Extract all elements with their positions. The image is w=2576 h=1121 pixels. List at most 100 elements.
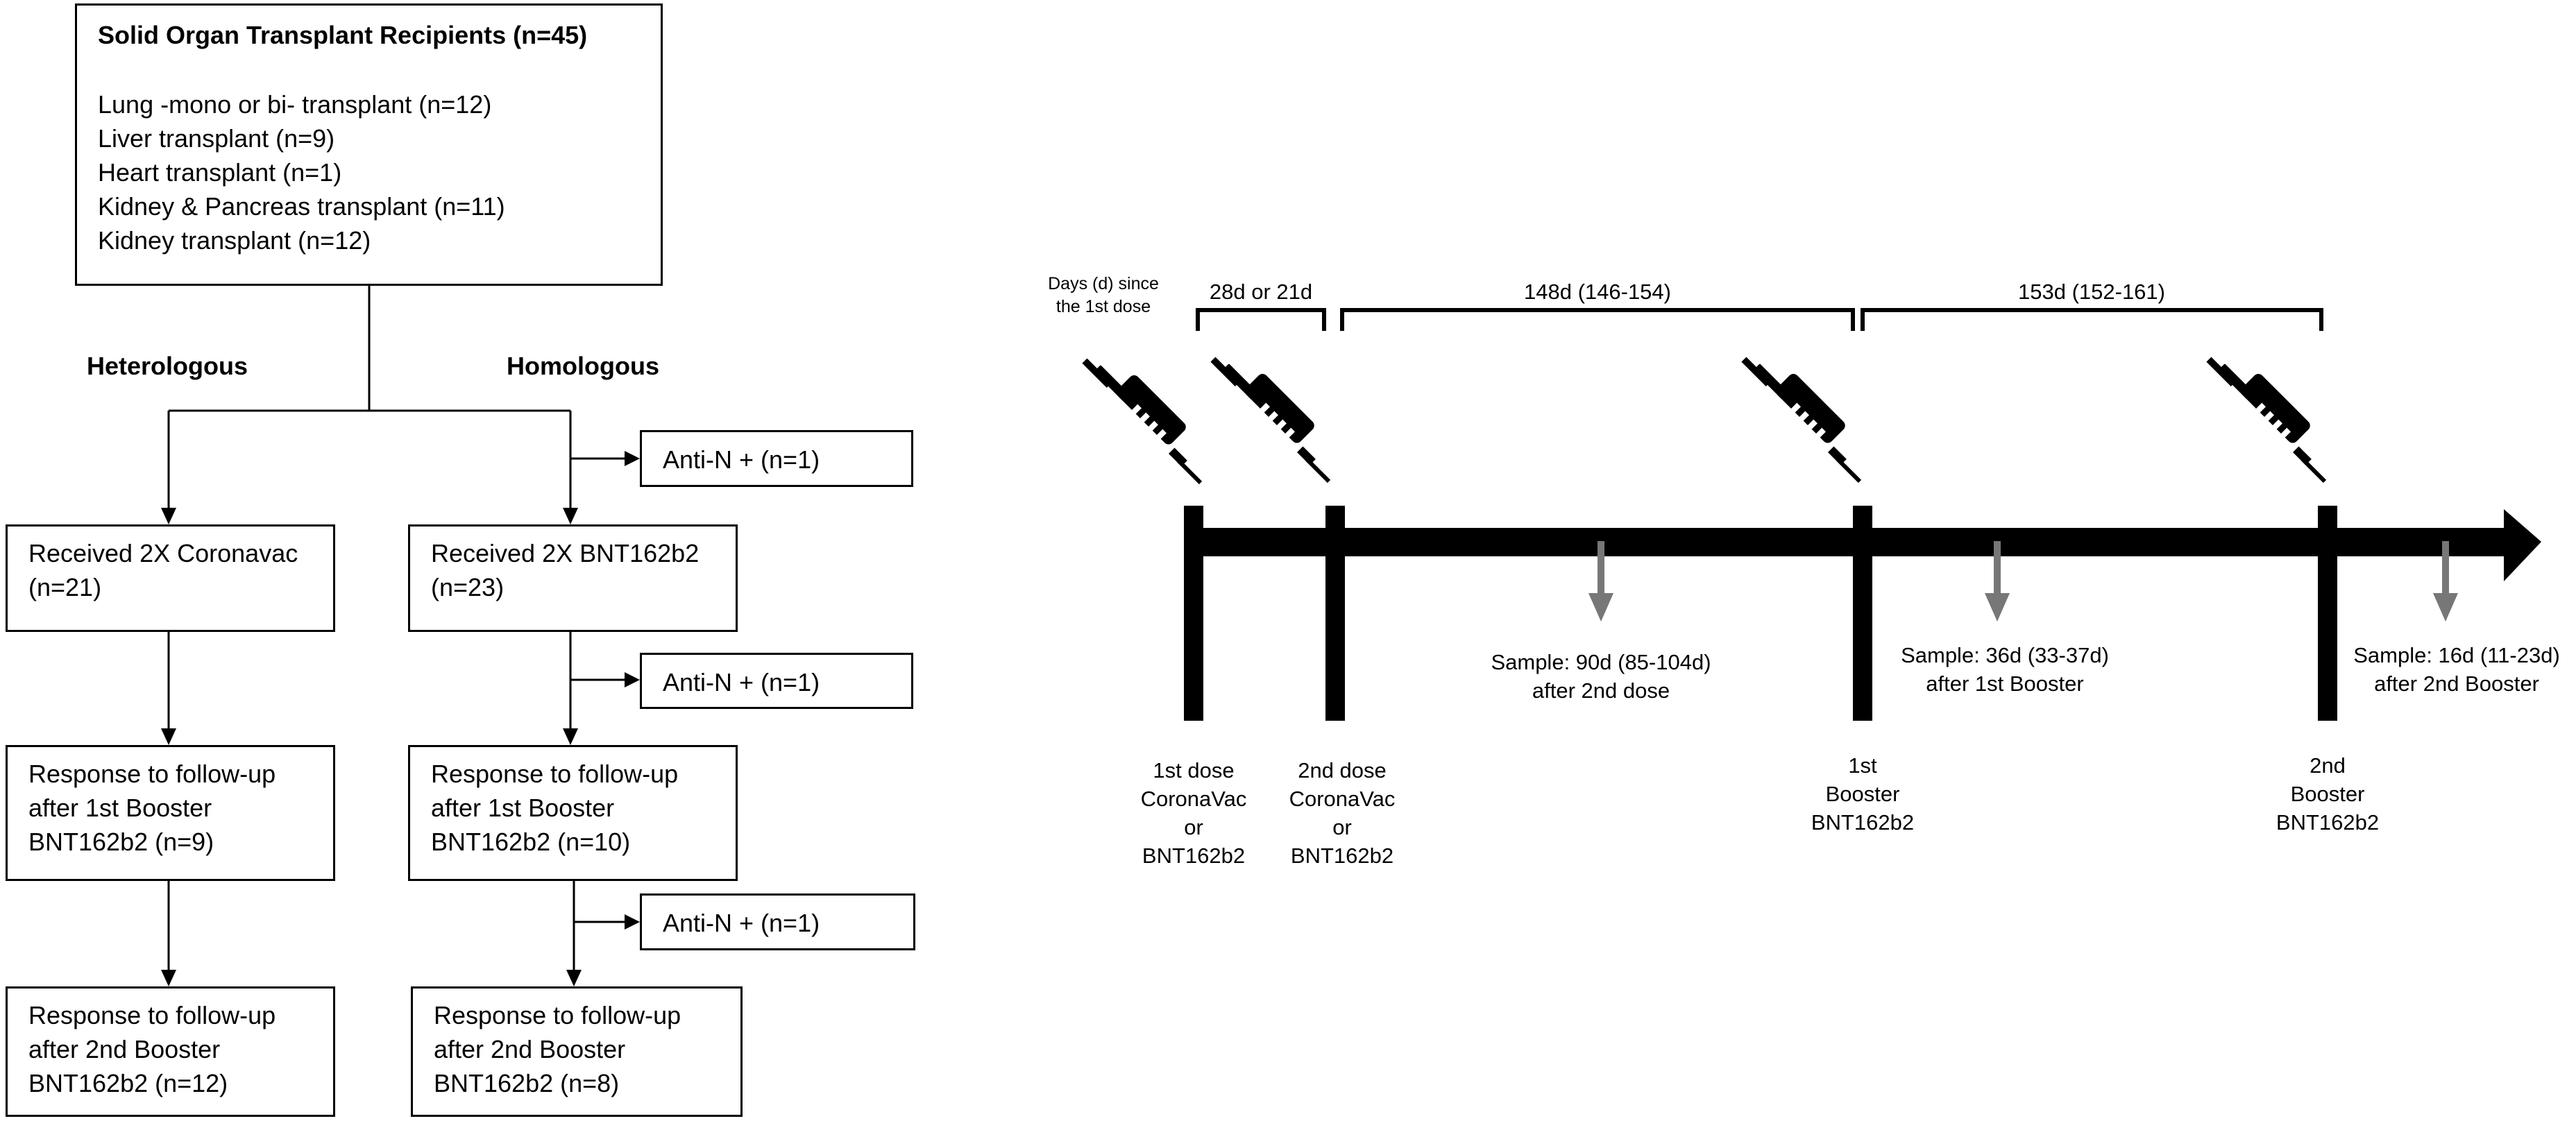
text-line: Received 2X Coronavac: [28, 539, 298, 567]
text-line: the 1st dose: [1056, 297, 1151, 316]
text-line: CoronaVac: [1289, 787, 1396, 811]
text-line: Response to follow-up: [431, 760, 679, 788]
sample-arrowhead: [1588, 593, 1613, 622]
arrowhead: [566, 970, 582, 986]
anti-n-box-1: Anti-N + (n=1): [640, 430, 913, 487]
text-line: BNT162b2 (n=12): [28, 1069, 228, 1097]
text-line: Sample: 16d (11-23d): [2353, 643, 2560, 667]
anti-n-label: Anti-N + (n=1): [663, 909, 820, 937]
text-line: Sample: 90d (85-104d): [1491, 650, 1711, 674]
arrowhead: [625, 672, 640, 687]
interval-bracket-2: [1340, 308, 1855, 331]
heterologous-1st-booster-box: Response to follow-up after 1st Booster …: [6, 745, 335, 881]
arrowhead: [161, 508, 176, 524]
booster-marker-1: [1853, 506, 1872, 721]
syringe-icon: [1210, 357, 1329, 481]
text-line: Sample: 36d (33-37d): [1901, 643, 2109, 667]
anti-n-label: Anti-N + (n=1): [663, 445, 820, 474]
dose-label-1: 1st dose CoronaVac or BNT162b2: [1124, 756, 1263, 870]
booster-marker-2: [2318, 506, 2337, 721]
text-line: Booster: [1825, 782, 1900, 806]
text-line: Days (d) since: [1048, 274, 1159, 293]
sample-arrowhead: [1985, 593, 2010, 622]
homologous-received-text: Received 2X BNT162b2 (n=23): [431, 536, 699, 604]
text-line: BNT162b2: [1290, 844, 1394, 868]
sample-label-1: Sample: 90d (85-104d) after 2nd dose: [1480, 648, 1722, 705]
text-line: BNT162b2: [1811, 810, 1915, 835]
interval-bracket-1: [1196, 308, 1326, 331]
heterologous-received-text: Received 2X Coronavac (n=21): [28, 536, 298, 604]
text-line: after 1st Booster: [28, 794, 212, 822]
text-line: after 2nd Booster: [434, 1035, 626, 1063]
syringe-icon: [1741, 357, 1860, 481]
syringe-icon: [2206, 357, 2325, 481]
anti-n-box-2: Anti-N + (n=1): [640, 653, 913, 709]
sample-arrow-2: [1994, 541, 2001, 597]
dose-label-4: 2nd Booster BNT162b2: [2258, 751, 2397, 837]
arrowhead: [161, 970, 176, 986]
text-line: 2nd dose: [1298, 758, 1387, 782]
homologous-label: Homologous: [507, 352, 659, 380]
heterologous-2nd-booster-box: Response to follow-up after 2nd Booster …: [6, 986, 335, 1117]
transplant-type-kidney-pancreas: Kidney & Pancreas transplant (n=11): [98, 192, 505, 221]
text-line: (n=23): [431, 573, 505, 601]
text-line: (n=21): [28, 573, 102, 601]
homologous-1st-booster-text: Response to follow-up after 1st Booster …: [431, 757, 678, 859]
recipients-box: Solid Organ Transplant Recipients (n=45)…: [75, 3, 663, 286]
text-line: Booster: [2290, 782, 2365, 806]
interval-label-3: 153d (152-161): [2018, 280, 2165, 304]
text-line: Response to follow-up: [28, 1001, 276, 1029]
interval-bracket-3: [1861, 308, 2323, 331]
text-line: CoronaVac: [1140, 787, 1247, 811]
text-line: after 2nd dose: [1532, 678, 1670, 703]
transplant-type-liver: Liver transplant (n=9): [98, 124, 335, 153]
heterologous-2nd-booster-text: Response to follow-up after 2nd Booster …: [28, 998, 276, 1100]
dose-marker-2: [1325, 506, 1345, 721]
text-line: BNT162b2: [2276, 810, 2380, 835]
arrowhead: [625, 451, 640, 466]
homologous-1st-booster-box: Response to follow-up after 1st Booster …: [408, 745, 738, 881]
interval-label-2: 148d (146-154): [1524, 280, 1671, 304]
text-line: BNT162b2 (n=8): [434, 1069, 620, 1097]
arrowhead: [563, 508, 578, 524]
syringe-icon: [1082, 359, 1201, 483]
sample-label-2: Sample: 36d (33-37d) after 1st Booster: [1887, 641, 2123, 698]
homologous-2nd-booster-text: Response to follow-up after 2nd Booster …: [434, 998, 681, 1100]
recipients-list: Lung -mono or bi- transplant (n=12) Live…: [98, 87, 505, 257]
text-line: Received 2X BNT162b2: [431, 539, 700, 567]
dose-label-2: 2nd dose CoronaVac or BNT162b2: [1273, 756, 1412, 870]
days-since-label: Days (d) since the 1st dose: [1034, 273, 1173, 318]
text-line: Response to follow-up: [434, 1001, 681, 1029]
text-line: BNT162b2 (n=9): [28, 828, 214, 856]
text-line: after 2nd Booster: [2374, 671, 2539, 696]
text-line: Response to follow-up: [28, 760, 276, 788]
dose-label-3: 1st Booster BNT162b2: [1793, 751, 1932, 837]
transplant-type-lung: Lung -mono or bi- transplant (n=12): [98, 90, 492, 119]
text-line: BNT162b2: [1142, 844, 1246, 868]
sample-label-3: Sample: 16d (11-23d) after 2nd Booster: [2340, 641, 2573, 698]
text-line: after 2nd Booster: [28, 1035, 221, 1063]
text-line: BNT162b2 (n=10): [431, 828, 631, 856]
dose-marker-1: [1184, 506, 1203, 721]
homologous-received-box: Received 2X BNT162b2 (n=23): [408, 524, 738, 632]
timeline-bar: [1188, 528, 2514, 556]
heterologous-received-box: Received 2X Coronavac (n=21): [6, 524, 335, 632]
arrowhead: [563, 728, 578, 745]
timeline-arrowhead: [2504, 509, 2541, 581]
anti-n-label: Anti-N + (n=1): [663, 668, 820, 696]
text-line: 1st: [1848, 753, 1877, 778]
homologous-2nd-booster-box: Response to follow-up after 2nd Booster …: [411, 986, 743, 1117]
heterologous-1st-booster-text: Response to follow-up after 1st Booster …: [28, 757, 276, 859]
anti-n-box-3: Anti-N + (n=1): [640, 893, 915, 950]
text-line: 2nd: [2310, 753, 2346, 778]
transplant-type-kidney: Kidney transplant (n=12): [98, 226, 371, 255]
recipients-title: Solid Organ Transplant Recipients (n=45): [98, 21, 588, 49]
sample-arrowhead: [2433, 593, 2458, 622]
text-line: or: [1332, 815, 1352, 839]
text-line: after 1st Booster: [1926, 671, 2084, 696]
sample-arrow-1: [1598, 541, 1604, 597]
interval-label-1: 28d or 21d: [1209, 280, 1313, 304]
